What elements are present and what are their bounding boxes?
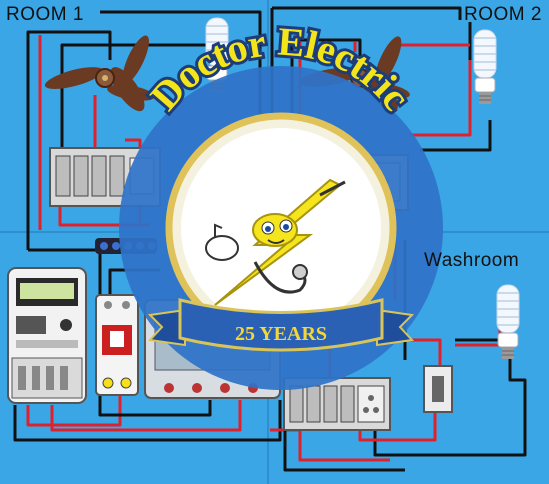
room2-label: ROOM 2 [464, 4, 542, 25]
room1-label: ROOM 1 [6, 4, 84, 25]
logo: Doctor Electric Doctor Electric 25 YEARS [119, 15, 443, 390]
ribbon-text: 25 YEARS [235, 323, 327, 345]
washroom-label: Washroom [424, 250, 520, 271]
mcb-breaker-icon [95, 294, 139, 396]
lightning-mascot-icon [205, 178, 346, 306]
ceiling-fan-icon [44, 35, 155, 112]
energy-meter-icon [7, 267, 87, 404]
wall-switch-icon [423, 365, 453, 413]
cfl-bulb-icon [496, 284, 520, 359]
cfl-bulb-icon [473, 29, 497, 104]
switchboard-icon [283, 377, 391, 431]
anniversary-ribbon: 25 YEARS [147, 298, 415, 352]
ceiling-fan-icon [299, 36, 410, 113]
